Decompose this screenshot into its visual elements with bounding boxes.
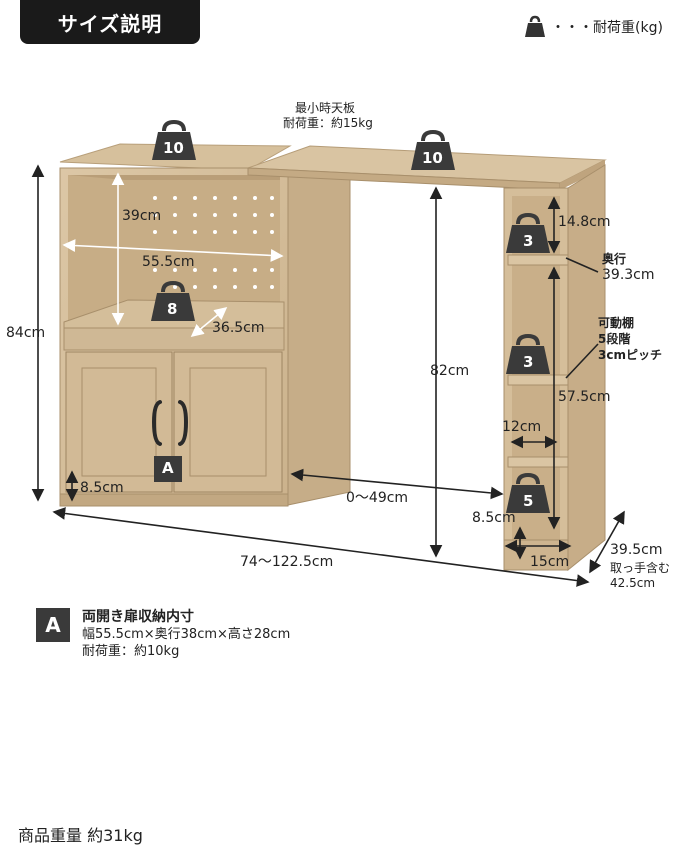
load-value-shelf-3: 5 [523, 492, 534, 510]
legend-text: ・・・耐荷重(kg) [551, 20, 663, 36]
load-badge-slide-shelf [151, 280, 195, 321]
load-badge-shelf-2 [506, 333, 550, 374]
dim-depth-right-label: 奥行 [602, 252, 627, 266]
dim-inner-depth: 36.5cm [212, 320, 265, 336]
dim-total-width: 74〜122.5cm [240, 554, 334, 570]
dim-total-depth: 39.5cm [610, 542, 663, 558]
dim-depth-handle-label: 取っ手含む [610, 561, 671, 575]
dim-extension-range: 0〜49cm [346, 490, 409, 506]
load-badge-top-right [411, 129, 455, 170]
product-weight: 商品重量 約31kg [18, 826, 143, 845]
load-value-shelf-1: 3 [523, 232, 534, 250]
dim-inner-width-upper: 55.5cm [142, 254, 195, 270]
dim-floor-clearance-left: 8.5cm [80, 480, 124, 496]
dim-floor-clearance-right: 8.5cm [472, 510, 516, 526]
top-board-load: 耐荷重：約15kg [283, 116, 373, 130]
load-value-top-right: 10 [422, 149, 443, 167]
dim-inner-height-upper: 39cm [122, 208, 162, 224]
legend: ・・・耐荷重(kg) [523, 15, 663, 39]
info-badge: A [36, 608, 70, 642]
adjustable-shelf-1: 可動棚 [598, 316, 635, 330]
dim-shelf-inner-height: 57.5cm [558, 389, 611, 405]
dim-total-height: 84cm [6, 325, 46, 341]
load-value-slide-shelf: 8 [167, 300, 178, 318]
load-value-top-left: 10 [163, 139, 184, 157]
info-dimensions: 幅55.5cm×奥行38cm×高さ28cm [82, 627, 291, 642]
adjustable-shelf-3: 3cmピッチ [598, 348, 662, 362]
dim-depth-handle-value: 42.5cm [610, 576, 656, 590]
info-title: 両開き扉収納内寸 [82, 609, 194, 625]
dim-right-height: 82cm [430, 363, 470, 379]
adjustable-shelf-2: 5段階 [598, 332, 631, 346]
load-badge-shelf-3 [506, 472, 550, 513]
load-value-shelf-2: 3 [523, 353, 534, 371]
dim-shelf-top-gap: 14.8cm [558, 214, 611, 230]
dim-shelf-outer-width: 15cm [530, 554, 570, 570]
load-badge-shelf-1 [506, 212, 550, 253]
page-title: サイズ説明 [20, 0, 200, 44]
door-marker-box [154, 456, 182, 482]
top-board-title: 最小時天板 [295, 101, 356, 115]
dim-depth-right-value: 39.3cm [602, 267, 655, 283]
weight-icon [525, 15, 545, 37]
door-storage-info: A 両開き扉収納内寸 幅55.5cm×奥行38cm×高さ28cm 耐荷重：約10… [36, 608, 290, 660]
info-load: 耐荷重：約10kg [82, 644, 180, 659]
dim-shelf-inner-width: 12cm [502, 419, 542, 435]
door-marker-label: A [162, 459, 174, 477]
load-badge-top-left [152, 119, 196, 160]
